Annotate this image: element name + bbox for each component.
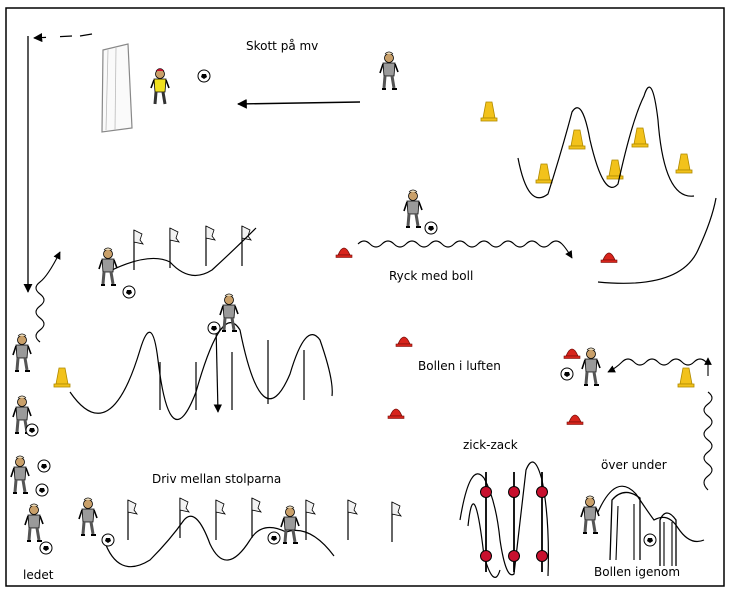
label-queue: ledet: [23, 568, 54, 582]
goal: [101, 43, 133, 133]
weave-path: [111, 227, 257, 277]
ball: [197, 69, 211, 83]
ball: [207, 321, 221, 335]
cone-yellow: [53, 367, 71, 388]
player: [580, 346, 602, 387]
ball: [267, 531, 281, 545]
zigzag-path: [459, 461, 549, 577]
return-path: [23, 33, 93, 293]
flag-post: [169, 227, 180, 269]
post-marker: [508, 550, 520, 562]
curve-path: [597, 197, 717, 284]
player: [218, 292, 240, 333]
label-dash-with-ball: Ryck med boll: [389, 269, 473, 283]
label-dribble-between-posts: Driv mellan stolparna: [152, 472, 281, 486]
station-dribble-between-posts: Driv mellan stolparna: [77, 472, 402, 568]
cone-yellow: [535, 163, 553, 184]
flag-post: [347, 499, 358, 541]
ball: [424, 221, 438, 235]
ball: [101, 533, 115, 547]
flag-post: [127, 499, 138, 541]
hurdle: [609, 491, 677, 566]
ball: [25, 423, 39, 437]
shooter-player: [378, 50, 400, 91]
goalkeeper: [149, 67, 171, 106]
cone-red: [566, 414, 584, 425]
player: [97, 246, 119, 287]
ball: [39, 541, 53, 555]
post-marker: [480, 486, 492, 498]
cone-yellow: [677, 367, 695, 388]
dribble-path: [607, 358, 707, 373]
player: [77, 496, 99, 537]
post-marker: [536, 486, 548, 498]
player: [579, 494, 601, 535]
ball: [643, 533, 657, 547]
dribble-path: [35, 251, 61, 343]
shot-arrow: [237, 98, 361, 109]
player: [279, 504, 301, 545]
player: [23, 502, 45, 543]
queue-players: ledet: [9, 332, 54, 582]
cone-red: [395, 336, 413, 347]
post-marker: [508, 486, 520, 498]
flag-post: [215, 499, 226, 541]
station-over-under: över under Bollen igenom: [579, 458, 705, 579]
player: [402, 188, 424, 229]
ball: [122, 285, 136, 299]
cone-red: [563, 348, 581, 359]
cone-yellow: [631, 127, 649, 148]
flag-post: [133, 229, 144, 271]
cone-yellow: [675, 153, 693, 174]
flag-post: [179, 497, 190, 539]
player: [9, 454, 31, 495]
cone-yellow: [606, 159, 624, 180]
cone-yellow: [568, 129, 586, 150]
cone-red: [600, 252, 618, 263]
cone-red: [335, 247, 353, 258]
station-shot-on-goal: Skott på mv: [101, 39, 400, 133]
ball: [560, 367, 574, 381]
station-ball-in-air: Bollen i luften: [387, 336, 713, 491]
label-ball-through: Bollen igenom: [594, 565, 680, 579]
diagram-border: [5, 7, 725, 587]
label-zigzag: zick-zack: [463, 438, 518, 452]
label-shot-on-goal: Skott på mv: [246, 39, 318, 53]
flag-post: [241, 225, 252, 267]
player: [11, 332, 33, 373]
dribble-path: [357, 240, 573, 259]
station-cone-weave: [480, 86, 695, 199]
station-flag-weave: [35, 225, 257, 343]
weave-path: [517, 86, 695, 199]
wave-path: [69, 322, 333, 421]
post-marker: [480, 550, 492, 562]
ball: [35, 483, 49, 497]
station-dash-with-ball: Ryck med boll: [335, 188, 717, 284]
post-marker: [536, 550, 548, 562]
flag-post: [391, 501, 402, 543]
ball: [37, 459, 51, 473]
station-wave-sticks: [53, 292, 333, 421]
flag-post: [205, 225, 216, 267]
cone-yellow: [480, 101, 498, 122]
station-zigzag: zick-zack: [459, 438, 549, 579]
jump-path: [597, 485, 705, 543]
weave-path: [103, 515, 335, 568]
label-over-under: över under: [601, 458, 667, 472]
cone-red: [387, 408, 405, 419]
label-ball-in-air: Bollen i luften: [418, 359, 501, 373]
